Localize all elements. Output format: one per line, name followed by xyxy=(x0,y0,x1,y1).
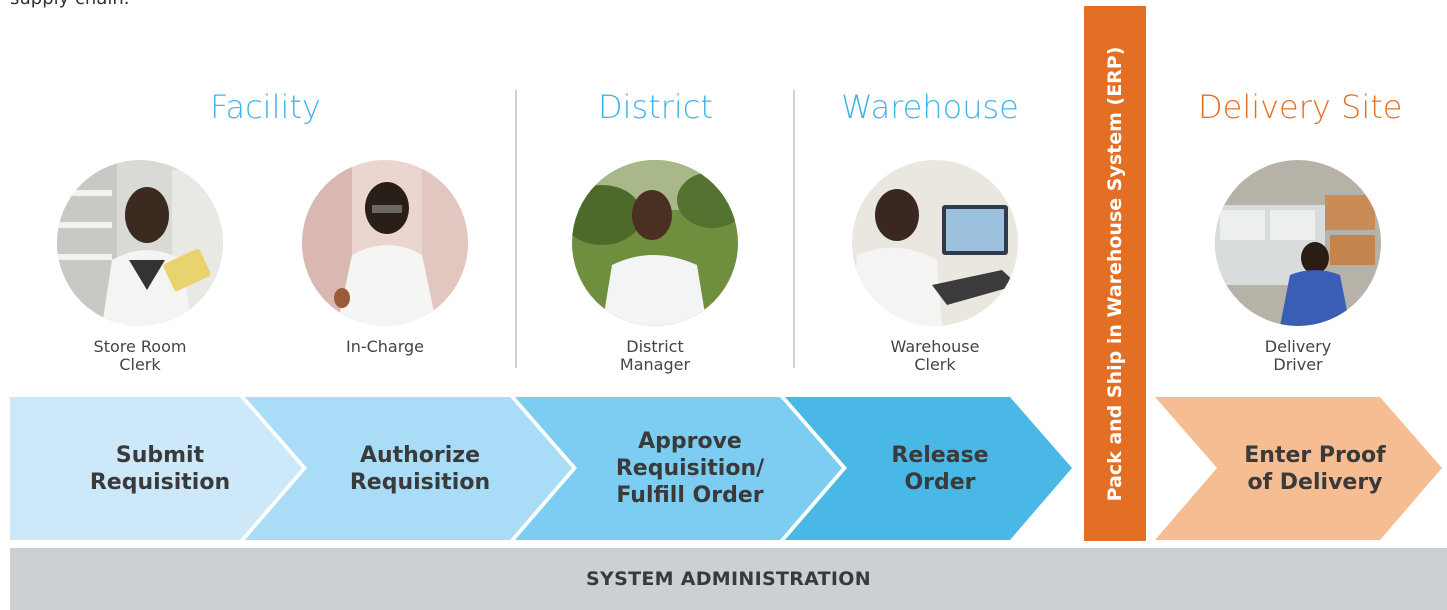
chevron-step-2 xyxy=(245,397,572,540)
erp-bar: Pack and Ship in Warehouse System (ERP) xyxy=(1084,6,1146,541)
system-administration-bar: SYSTEM ADMINISTRATION xyxy=(10,548,1447,610)
section-heading-facility: Facility xyxy=(210,88,321,126)
photo-district-manager xyxy=(572,160,738,326)
step-label-submit-requisition: Submit Requisition xyxy=(89,442,231,495)
store-room-clerk-photo-image xyxy=(57,160,223,326)
photo-in-charge xyxy=(302,160,468,326)
chevron-step-3 xyxy=(515,397,842,540)
divider-facility-district xyxy=(515,90,517,368)
step-label-approve-fulfill: Approve Requisition/ Fulfill Order xyxy=(615,429,765,508)
chevron-step-4 xyxy=(785,397,1072,540)
warehouse-clerk-photo-image xyxy=(852,160,1018,326)
step-label-authorize-requisition: Authorize Requisition xyxy=(349,442,491,495)
divider-district-warehouse xyxy=(793,90,795,368)
in-charge-photo-image xyxy=(302,160,468,326)
chevron-step-1 xyxy=(10,397,302,540)
role-district-manager: District Manager xyxy=(619,337,691,374)
section-heading-delivery-site: Delivery Site xyxy=(1198,88,1403,126)
process-chevrons xyxy=(10,397,1442,540)
section-heading-district: District xyxy=(598,88,713,126)
district-manager-photo-image xyxy=(572,160,738,326)
system-administration-label: SYSTEM ADMINISTRATION xyxy=(586,568,871,590)
intro-text-fragment: supply chain. xyxy=(10,0,129,9)
role-delivery-driver: Delivery Driver xyxy=(1264,337,1332,374)
section-heading-warehouse: Warehouse xyxy=(841,88,1019,126)
role-warehouse-clerk: Warehouse Clerk xyxy=(890,337,980,374)
photo-store-room-clerk xyxy=(57,160,223,326)
erp-label: Pack and Ship in Warehouse System (ERP) xyxy=(1104,46,1126,501)
step-label-enter-proof-of-delivery: Enter Proof of Delivery xyxy=(1244,442,1386,495)
step-label-release-order: Release Order xyxy=(891,442,989,495)
photo-warehouse-clerk xyxy=(852,160,1018,326)
chevron-step-5 xyxy=(1155,397,1442,540)
role-in-charge: In-Charge xyxy=(345,337,425,356)
role-store-room-clerk: Store Room Clerk xyxy=(93,337,187,374)
delivery-driver-photo-image xyxy=(1215,160,1381,326)
photo-delivery-driver xyxy=(1215,160,1381,326)
